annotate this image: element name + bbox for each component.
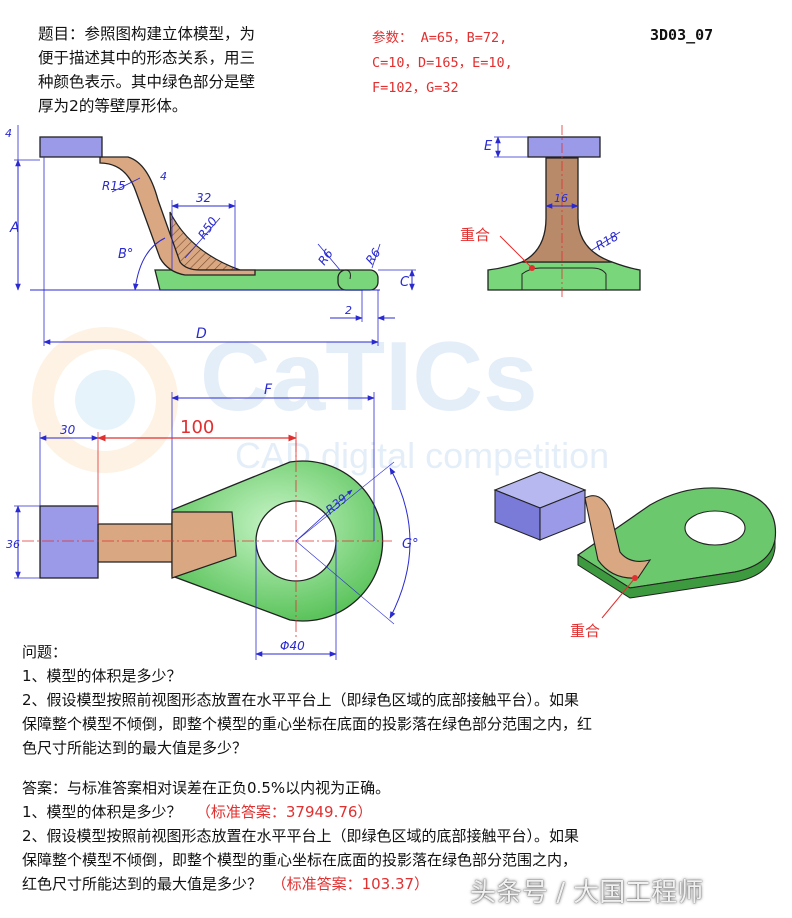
title-line: 题目：参照图构建立体模型，为 xyxy=(38,25,256,43)
answer-2-row: 红色尺寸所能达到的最大值是多少？ （标准答案：103.37） xyxy=(22,872,782,896)
question-2-line: 2、假设模型按照前视图形态放置在水平平台上（即绿色区域的底部接触平台）。如果 xyxy=(22,691,580,709)
param-line: C=10，D=165，E=10, xyxy=(372,55,513,71)
title-line: 便于描述其中的形态关系，用三 xyxy=(38,49,256,67)
iso-view: 重合 xyxy=(493,471,777,640)
dim-label-e: E xyxy=(484,139,493,154)
answer-2-question: 红色尺寸所能达到的最大值是多少？ xyxy=(22,875,263,893)
watermark-brand: CaTICs xyxy=(200,321,538,431)
param-line: F=102，G=32 xyxy=(372,80,459,96)
answer-2-line: 保障整个模型不倾倒，即整个模型的重心坐标在底面的投影落在绿色部分范围之内， xyxy=(22,851,578,869)
dim-label-32: 32 xyxy=(196,191,211,205)
dim-label-36: 36 xyxy=(6,538,20,551)
problem-code: 3D03_07 xyxy=(650,26,714,44)
question-1: 1、模型的体积是多少？ xyxy=(22,667,182,685)
dim-label-16: 16 xyxy=(554,192,568,205)
dim-label-f: F xyxy=(264,382,273,398)
questions-section: 问题： 1、模型的体积是多少？ 2、假设模型按照前视图形态放置在水平平台上（即绿… xyxy=(22,640,782,760)
dim-label-2: 2 xyxy=(345,304,352,317)
questions-heading: 问题： xyxy=(22,643,68,661)
question-2-line: 保障整个模型不倾倒，即整个模型的重心坐标在底面的投影落在绿色部分范围之内，红 xyxy=(22,715,593,733)
parameters: 参数： A=65，B=72, C=10，D=165，E=10, F=102，G=… xyxy=(372,26,572,101)
title-line: 种颜色表示。其中绿色部分是壁 xyxy=(38,73,256,91)
coincide-label-side: 重合 xyxy=(460,226,490,244)
dim-label-a: A xyxy=(9,220,20,236)
dim-label-phi40: Φ40 xyxy=(280,639,305,653)
dim-label-r18: R18 xyxy=(593,229,621,253)
dim-label-b: B° xyxy=(118,247,133,262)
answer-1-row: 1、模型的体积是多少？ （标准答案：37949.76） xyxy=(22,800,782,824)
answers-intro: 答案：与标准答案相对误差在正负0.5%以内视为正确。 xyxy=(22,779,391,797)
question-2-line: 色尺寸所能达到的最大值是多少？ xyxy=(22,739,248,757)
title-line: 厚为2的等壁厚形体。 xyxy=(38,97,188,115)
coincide-label-iso: 重合 xyxy=(570,622,600,640)
dim-label-r6b: R6 xyxy=(363,246,384,267)
dim-label-100: 100 xyxy=(180,417,214,438)
answer-2-value: （标准答案：103.37） xyxy=(271,875,430,893)
dim-label-g: G° xyxy=(402,537,419,552)
dim-label-c: C xyxy=(400,275,410,290)
front-view: A 4 R15 4 32 R50 B° R6 R6 C 2 D xyxy=(5,125,416,346)
dim-label-4-top: 4 xyxy=(5,127,12,140)
problem-title: 题目：参照图构建立体模型，为 便于描述其中的形态关系，用三 种颜色表示。其中绿色… xyxy=(38,22,338,118)
answer-1-value: （标准答案：37949.76） xyxy=(195,803,373,821)
dim-label-4: 4 xyxy=(160,170,167,183)
answer-2-line: 2、假设模型按照前视图形态放置在水平平台上（即绿色区域的底部接触平台）。如果 xyxy=(22,827,580,845)
footer-watermark: 头条号 / 大国工程师 xyxy=(470,878,704,908)
dim-label-r50: R50 xyxy=(195,214,220,242)
answer-1-question: 1、模型的体积是多少？ xyxy=(22,803,182,821)
dim-label-r6a: R6 xyxy=(315,246,336,267)
dim-label-30: 30 xyxy=(60,423,76,437)
side-view: E 16 R18 重合 xyxy=(460,125,641,300)
dim-label-d: D xyxy=(196,326,207,342)
top-view: F 100 30 36 R39 G° Φ40 xyxy=(6,382,419,660)
param-line: 参数： A=65，B=72, xyxy=(372,30,508,46)
answers-section: 答案：与标准答案相对误差在正负0.5%以内视为正确。 1、模型的体积是多少？ （… xyxy=(22,776,782,896)
dim-label-r15: R15 xyxy=(102,179,126,193)
